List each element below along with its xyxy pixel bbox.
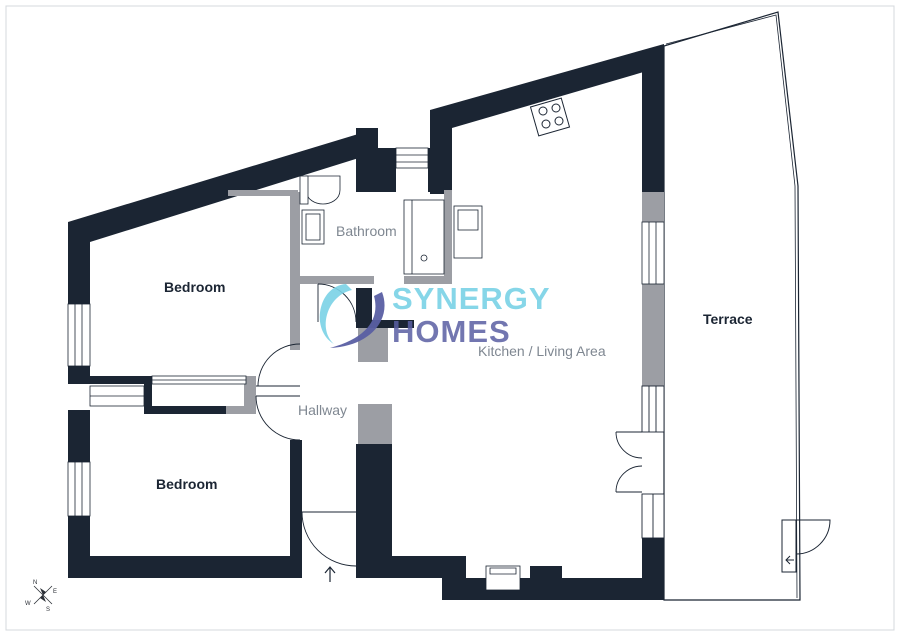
terrace-outline-inner [665,14,798,599]
logo-line2: HOMES [392,314,511,349]
logo-swoosh-icon-2 [330,292,385,348]
doors [255,283,665,567]
hob [529,97,571,137]
windows [67,147,665,517]
page-frame [5,5,895,631]
compass-e: E [53,589,57,595]
compass-w: W [25,601,31,607]
appliance [485,565,521,591]
terrace-door [781,519,831,573]
terrace-outline [663,11,801,601]
compass-n: N [33,580,37,586]
kitchen-sink [453,205,483,259]
room-label-bedroom-top: Bedroom [164,279,225,295]
compass-icon: N E S W [25,580,57,613]
room-label-kitchen: Kitchen / Living Area [478,343,606,359]
logo-swoosh-icon [319,284,352,344]
exterior-walls [68,44,664,600]
wardrobe [89,375,247,407]
logo-line1: SYNERGY [392,281,551,316]
room-label-hallway: Hallway [298,402,347,418]
entrance-arrow-icon [324,566,336,582]
room-label-terrace: Terrace [703,311,753,327]
room-label-bedroom-bottom: Bedroom [156,476,217,492]
logo: SYNERGY HOMES [319,281,551,349]
bathroom-fixtures [299,175,445,275]
compass-s: S [46,607,50,613]
room-label-bathroom: Bathroom [336,223,397,239]
